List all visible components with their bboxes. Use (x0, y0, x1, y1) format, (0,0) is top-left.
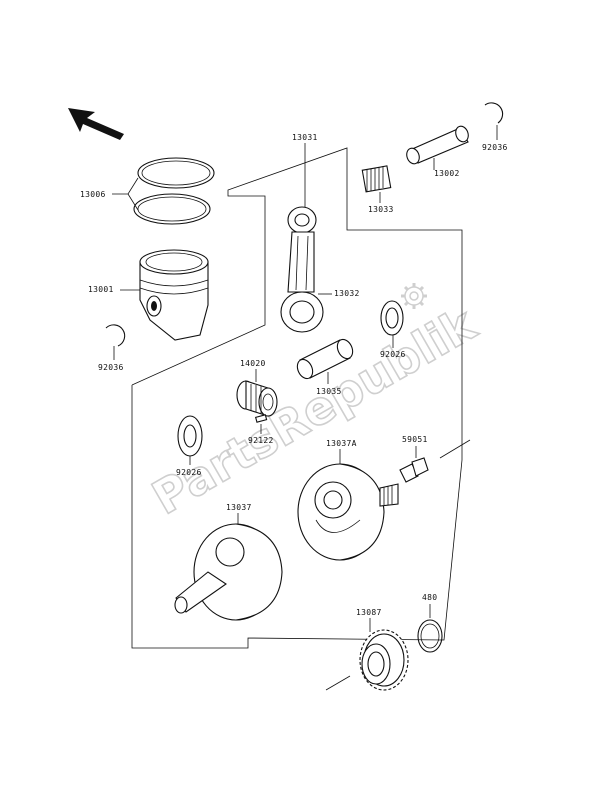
label-13035: 13035 (316, 387, 342, 396)
thrust-washer-92026-right[interactable] (380, 300, 404, 336)
break-mark-upper (439, 439, 471, 459)
connecting-rod-13032[interactable] (280, 206, 324, 333)
needle-bearing-13033[interactable] (361, 165, 392, 193)
label-13031: 13031 (292, 133, 318, 142)
label-92026-right: 92026 (380, 350, 406, 359)
front-direction-arrow-icon (68, 108, 124, 140)
label-92036-upper: 92036 (482, 143, 508, 152)
label-13033: 13033 (368, 205, 394, 214)
label-14020: 14020 (240, 359, 266, 368)
label-13037A: 13037A (326, 439, 357, 448)
assembly-boundary (131, 147, 463, 649)
piston-pin-13002[interactable] (405, 124, 471, 165)
gear-13087[interactable] (359, 629, 409, 691)
thrust-washer-92026-left[interactable] (177, 415, 203, 457)
label-13002: 13002 (434, 169, 460, 178)
label-59051: 59051 (402, 435, 428, 444)
piston-rings-13006[interactable] (133, 157, 215, 225)
circlip-480[interactable] (417, 619, 443, 653)
break-mark-lower (325, 675, 351, 691)
needle-bearing-14020[interactable] (236, 380, 278, 417)
pin-92122[interactable] (254, 414, 268, 423)
gear-59051[interactable] (399, 457, 429, 483)
circlip-92036-lower[interactable] (105, 324, 126, 347)
label-13032: 13032 (334, 289, 360, 298)
leader-13006 (112, 177, 139, 211)
label-13001: 13001 (88, 285, 114, 294)
circlip-92036-upper[interactable] (484, 102, 504, 124)
label-92026-left: 92026 (176, 468, 202, 477)
label-13006: 13006 (80, 190, 106, 199)
label-13037: 13037 (226, 503, 252, 512)
piston-13001[interactable] (139, 249, 209, 341)
label-13087: 13087 (356, 608, 382, 617)
crankshaft-half-13037A[interactable] (297, 463, 399, 561)
crank-pin-13035[interactable] (294, 337, 355, 381)
gear-icon (401, 283, 427, 309)
label-480: 480 (422, 593, 437, 602)
label-92122: 92122 (248, 436, 274, 445)
crankshaft-13037[interactable] (174, 523, 283, 621)
label-92036-lower: 92036 (98, 363, 124, 372)
